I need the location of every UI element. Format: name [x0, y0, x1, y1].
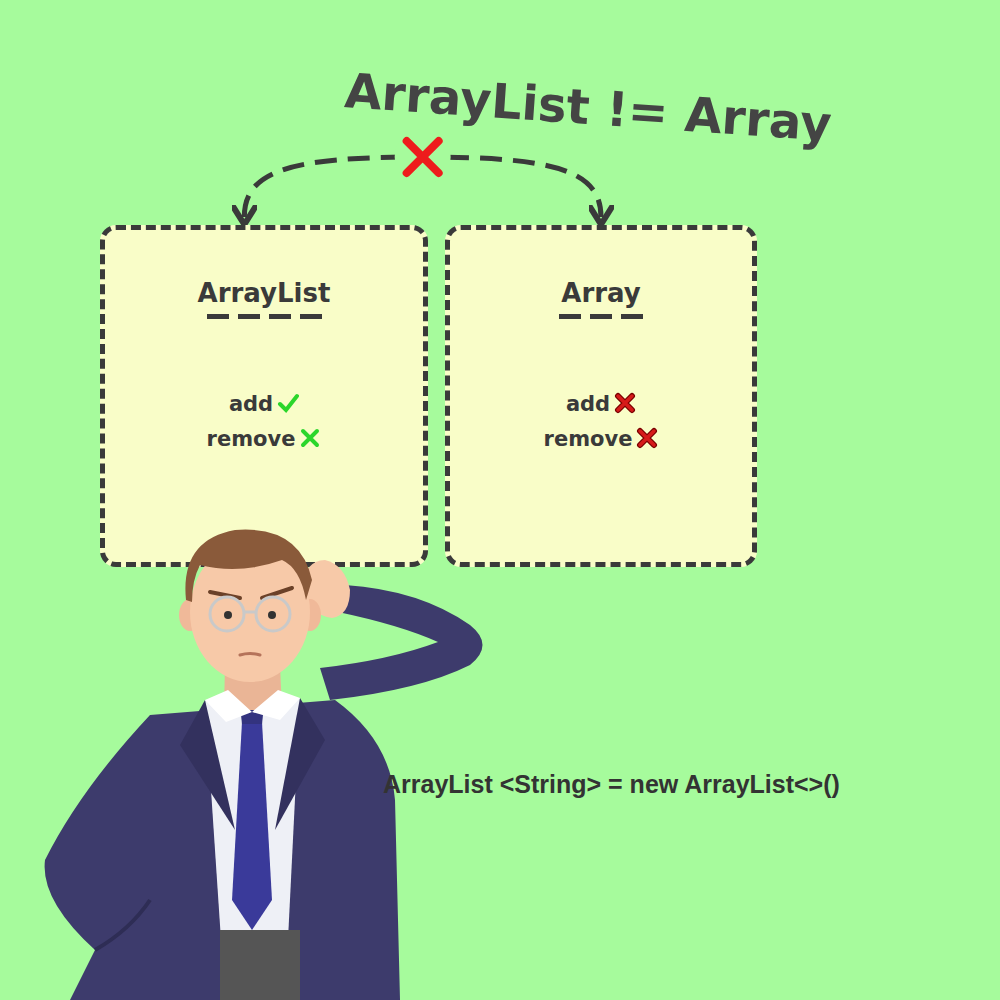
belt-trousers	[220, 930, 300, 1000]
hand	[300, 560, 350, 618]
class-box: ArrayList addremove	[100, 225, 428, 567]
method-name: remove	[207, 422, 296, 457]
eye	[224, 611, 232, 619]
cross-mark	[636, 427, 658, 449]
check-mark	[277, 392, 299, 414]
mouth	[240, 654, 260, 656]
tie	[232, 722, 272, 930]
red-cross-symbol	[395, 129, 451, 185]
code-label: ArrayList <String> = new ArrayList<>()	[383, 770, 840, 799]
method-row: add	[450, 387, 752, 422]
method-row: remove	[450, 422, 752, 457]
heading-underline	[559, 314, 644, 319]
shirt	[205, 698, 300, 1000]
class-box: Array addremove	[445, 225, 757, 567]
neck	[224, 665, 282, 710]
method-name: add	[566, 387, 610, 422]
ear	[299, 599, 321, 631]
method-name: add	[229, 387, 273, 422]
eyebrow	[262, 588, 292, 598]
cross-mark	[614, 392, 636, 414]
ear	[179, 599, 201, 631]
glasses-lens	[210, 597, 244, 631]
box-heading: Array	[561, 276, 640, 310]
right-lapel	[275, 698, 325, 830]
method-row: add	[105, 387, 423, 422]
hip-arm-line	[95, 900, 150, 950]
eyebrow	[210, 592, 240, 598]
box-heading: ArrayList	[198, 276, 331, 310]
glasses-lens	[256, 597, 290, 631]
raised-sleeve	[320, 585, 483, 700]
left-lapel	[180, 700, 235, 830]
glasses-bridge	[244, 611, 256, 614]
eye	[268, 611, 276, 619]
collar	[205, 690, 300, 722]
method-row: remove	[105, 422, 423, 457]
tie-knot	[240, 706, 264, 724]
cross-mark	[299, 427, 321, 449]
method-name: remove	[544, 422, 633, 457]
spacer	[450, 319, 752, 387]
heading-underline	[207, 314, 322, 319]
suit-body	[45, 700, 400, 1000]
spacer	[105, 319, 423, 387]
